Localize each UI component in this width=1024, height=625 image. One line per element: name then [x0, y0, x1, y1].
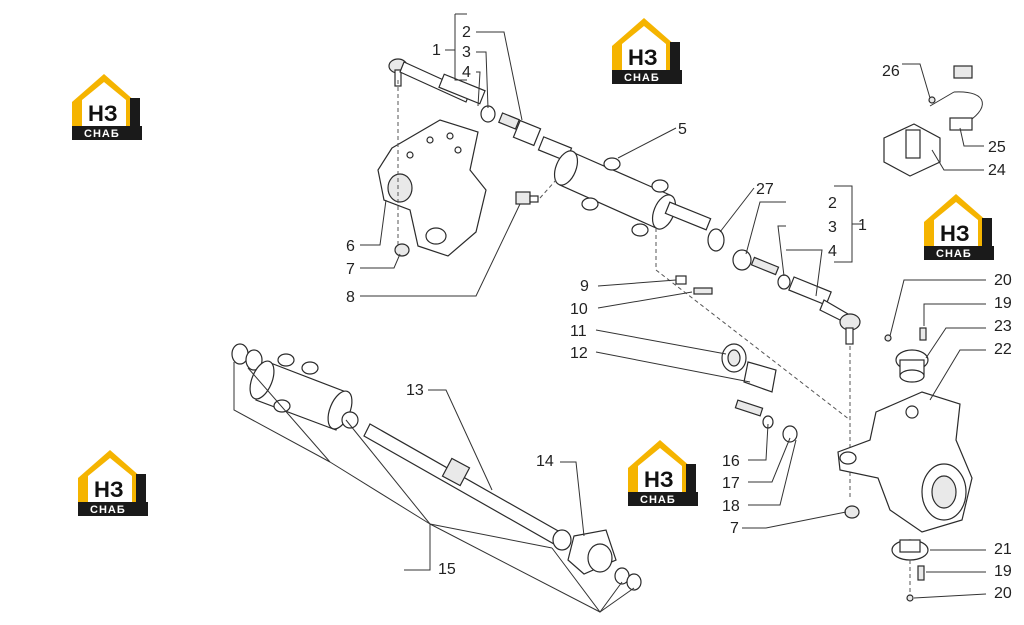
bolts-part	[675, 275, 713, 295]
callout-label: 22	[994, 341, 1012, 358]
bushings-part	[721, 343, 777, 393]
callout-label: 4	[828, 243, 837, 260]
callout-label: 3	[828, 219, 837, 236]
callout-label: 1	[432, 42, 441, 59]
steering-cylinder-part	[537, 136, 712, 237]
logo-top-text: НЗ	[94, 477, 124, 502]
callout-label: 6	[346, 238, 355, 255]
callout-label: 7	[730, 520, 739, 537]
logo-top-text: НЗ	[644, 467, 674, 492]
logo-watermark-4: НЗ СНАБ	[78, 450, 148, 516]
grease-fitting-part	[884, 334, 892, 342]
logo-bottom-text: СНАБ	[84, 128, 120, 140]
bolt-part	[919, 327, 927, 341]
callout-label: 20	[994, 585, 1012, 602]
fitting-part	[515, 191, 539, 205]
right-knuckle-part	[837, 391, 973, 533]
callout-label: 5	[678, 121, 687, 138]
callout-label: 16	[722, 453, 740, 470]
callout-label: 1	[858, 217, 867, 234]
logo-watermark-1: НЗ СНАБ	[72, 74, 142, 140]
sensor-bracket-part	[883, 65, 983, 177]
logo-watermark-5: НЗ СНАБ	[628, 440, 698, 506]
callout-label: 2	[828, 195, 837, 212]
callout-label: 7	[346, 261, 355, 278]
left-tie-rod-part	[388, 58, 542, 147]
lower-cylinder-part	[231, 343, 642, 591]
callout-label: 27	[756, 181, 774, 198]
callout-label: 14	[536, 453, 554, 470]
callout-label: 17	[722, 475, 740, 492]
callout-label: 13	[406, 382, 424, 399]
callout-label: 23	[994, 318, 1012, 335]
callout-label: 10	[570, 301, 588, 318]
left-knuckle-part	[377, 119, 487, 257]
callout-label: 9	[580, 278, 589, 295]
callout-label: 15	[438, 561, 456, 578]
upper-pin-cap-part	[895, 349, 929, 383]
logo-top-text: НЗ	[940, 221, 970, 246]
callout-label: 18	[722, 498, 740, 515]
callout-numbers: 1 2 3 4 5 6 7 8 27 2 3 4 1 9 10 11 12 13…	[346, 24, 1012, 602]
callout-label: 19	[994, 563, 1012, 580]
logo-bottom-text: СНАБ	[640, 494, 676, 506]
callout-label: 19	[994, 295, 1012, 312]
logo-bottom-text: СНАБ	[624, 72, 660, 84]
callout-label: 2	[462, 24, 471, 41]
callout-label: 24	[988, 162, 1006, 179]
washer-part	[707, 228, 725, 252]
leader-lines	[233, 13, 987, 613]
logo-bottom-text: СНАБ	[936, 248, 972, 260]
callout-label: 12	[570, 345, 588, 362]
right-tie-rod-part	[732, 249, 861, 345]
callout-label: 20	[994, 272, 1012, 289]
callout-label: 3	[462, 44, 471, 61]
bolt-part	[917, 565, 925, 581]
lower-pin-cap-part	[891, 539, 929, 561]
cap-part	[844, 505, 860, 519]
callout-label: 25	[988, 139, 1006, 156]
cap-part	[394, 243, 410, 257]
logo-top-text: НЗ	[88, 101, 118, 126]
callout-label: 26	[882, 63, 900, 80]
logo-watermark-2: НЗ СНАБ	[612, 18, 682, 84]
callout-label: 4	[462, 64, 471, 81]
bolt-washer-part	[734, 399, 798, 443]
callout-label: 21	[994, 541, 1012, 558]
logo-bottom-text: СНАБ	[90, 504, 126, 516]
callout-label: 8	[346, 289, 355, 306]
logo-top-text: НЗ	[628, 45, 658, 70]
logo-watermark-3: НЗ СНАБ	[924, 194, 994, 260]
callout-label: 11	[570, 323, 587, 340]
